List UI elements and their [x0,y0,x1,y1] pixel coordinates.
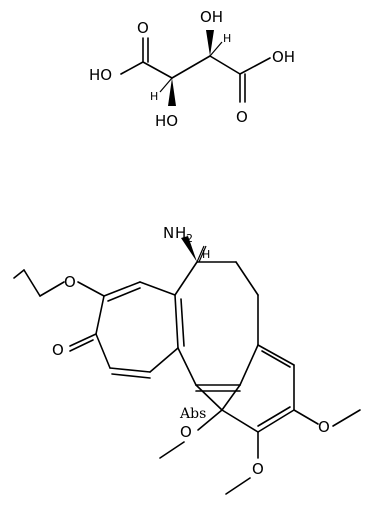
bond [239,57,271,75]
bond [95,295,105,335]
wedge-bond [181,236,197,262]
label-n: N [163,224,174,242]
bond [39,281,65,297]
bond [195,384,223,411]
bond [235,261,259,296]
bond [197,409,223,431]
bond [142,61,173,79]
bond [109,367,151,373]
bond [261,350,291,368]
bond [111,373,151,379]
bond [239,344,259,386]
hash-bond [196,245,205,263]
bond [13,269,25,279]
hash-bond [209,41,223,57]
label-o: O [236,108,248,126]
label-h: H [223,32,231,45]
label-h2: H [175,224,186,242]
label-o: O [64,273,76,291]
label-o: O [318,418,330,436]
bond [69,333,97,347]
bond [159,441,185,459]
label-h: H [202,248,210,261]
bond [332,409,361,427]
bond [177,347,197,386]
wedge-bond [168,78,176,106]
label-o-ketone: O [52,341,64,359]
bond [139,281,176,296]
colchicine-amine: N H 2 O O [13,224,361,495]
bond [209,55,241,75]
bond [69,339,94,352]
bond [174,261,198,296]
bond [257,406,291,427]
bond [257,344,295,366]
bond [149,347,179,373]
bond [107,287,141,302]
label-h2-subscript: 2 [186,232,193,245]
label-oh: OH [272,48,295,66]
bond [77,281,105,297]
bond [171,55,211,79]
bond [23,269,41,297]
abs-label: Abs [179,406,206,422]
bond [103,281,141,297]
bond [180,298,185,347]
bond [257,409,295,433]
wedge-bond [206,30,214,56]
bond [293,409,319,425]
label-oh: OH [200,8,223,26]
hash-bond [198,245,207,263]
bond [95,333,111,369]
label-ho: HO [155,112,178,130]
bond [221,409,259,433]
bond [120,61,144,75]
label-o: O [180,423,192,441]
label-h: H [150,90,158,103]
label-o: O [252,460,264,478]
label-ho: HO [89,66,112,84]
bond [174,294,179,349]
tartaric-acid: O OH HO OH HO O H H [89,8,295,130]
hash-bond [159,77,173,93]
label-o: O [137,19,149,37]
bond [221,384,241,411]
bond [225,477,251,495]
